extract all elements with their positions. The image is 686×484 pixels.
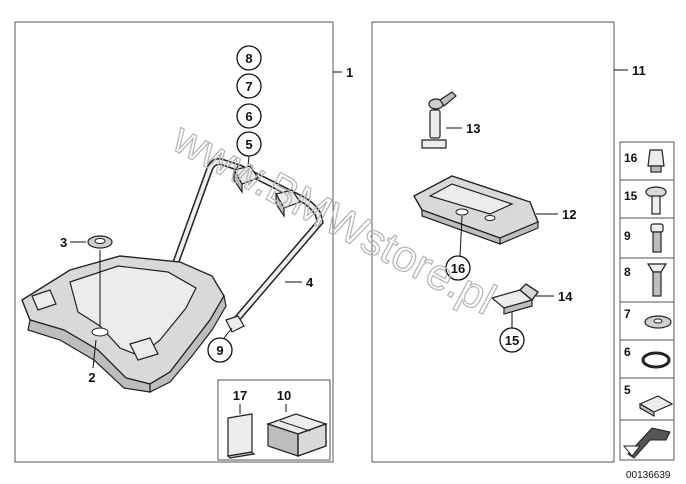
right-group-box: 11 bbox=[371, 21, 646, 463]
manual-and-box: 17 10 bbox=[217, 379, 331, 461]
clip-part: 14 15 bbox=[490, 283, 573, 353]
lock-plate-part: 12 16 bbox=[413, 175, 576, 281]
legend-label-6[interactable]: 6 bbox=[624, 345, 631, 359]
callout-stack: 8 7 6 5 bbox=[236, 45, 262, 177]
callout-12[interactable]: 12 bbox=[562, 207, 576, 222]
legend-label-16[interactable]: 16 bbox=[624, 151, 638, 165]
callout-13[interactable]: 13 bbox=[466, 121, 480, 136]
callout-4[interactable]: 4 bbox=[306, 275, 314, 290]
left-group-box: 1 bbox=[14, 21, 353, 463]
legend-label-15[interactable]: 15 bbox=[624, 189, 638, 203]
carrier-plate: 2 bbox=[21, 250, 227, 393]
legend-label-8[interactable]: 8 bbox=[624, 265, 631, 279]
callout-11[interactable]: 11 bbox=[632, 63, 646, 78]
callout-16[interactable]: 16 bbox=[451, 261, 465, 276]
callout-14[interactable]: 14 bbox=[558, 289, 573, 304]
diagram-id: 00136639 bbox=[626, 470, 671, 481]
callout-2[interactable]: 2 bbox=[88, 370, 95, 385]
legend-label-7[interactable]: 7 bbox=[624, 307, 631, 321]
tube-bracket: 4 9 bbox=[172, 158, 324, 363]
callout-7[interactable]: 7 bbox=[245, 79, 252, 94]
callout-17[interactable]: 17 bbox=[233, 388, 247, 403]
lock-part: 13 bbox=[421, 91, 480, 149]
callout-1[interactable]: 1 bbox=[346, 65, 353, 80]
callout-8[interactable]: 8 bbox=[245, 51, 252, 66]
callout-3[interactable]: 3 bbox=[60, 235, 67, 250]
callout-5[interactable]: 5 bbox=[245, 137, 252, 152]
arrow-icon[interactable] bbox=[621, 421, 673, 459]
small-parts-legend: 16 15 9 8 7 6 5 bbox=[619, 141, 675, 461]
nut-part: 3 bbox=[60, 235, 113, 250]
callout-15[interactable]: 15 bbox=[505, 333, 519, 348]
callout-6[interactable]: 6 bbox=[245, 109, 252, 124]
legend-label-5[interactable]: 5 bbox=[624, 383, 631, 397]
legend-label-9[interactable]: 9 bbox=[624, 229, 631, 243]
callout-9[interactable]: 9 bbox=[216, 343, 223, 358]
callout-10[interactable]: 10 bbox=[277, 388, 291, 403]
